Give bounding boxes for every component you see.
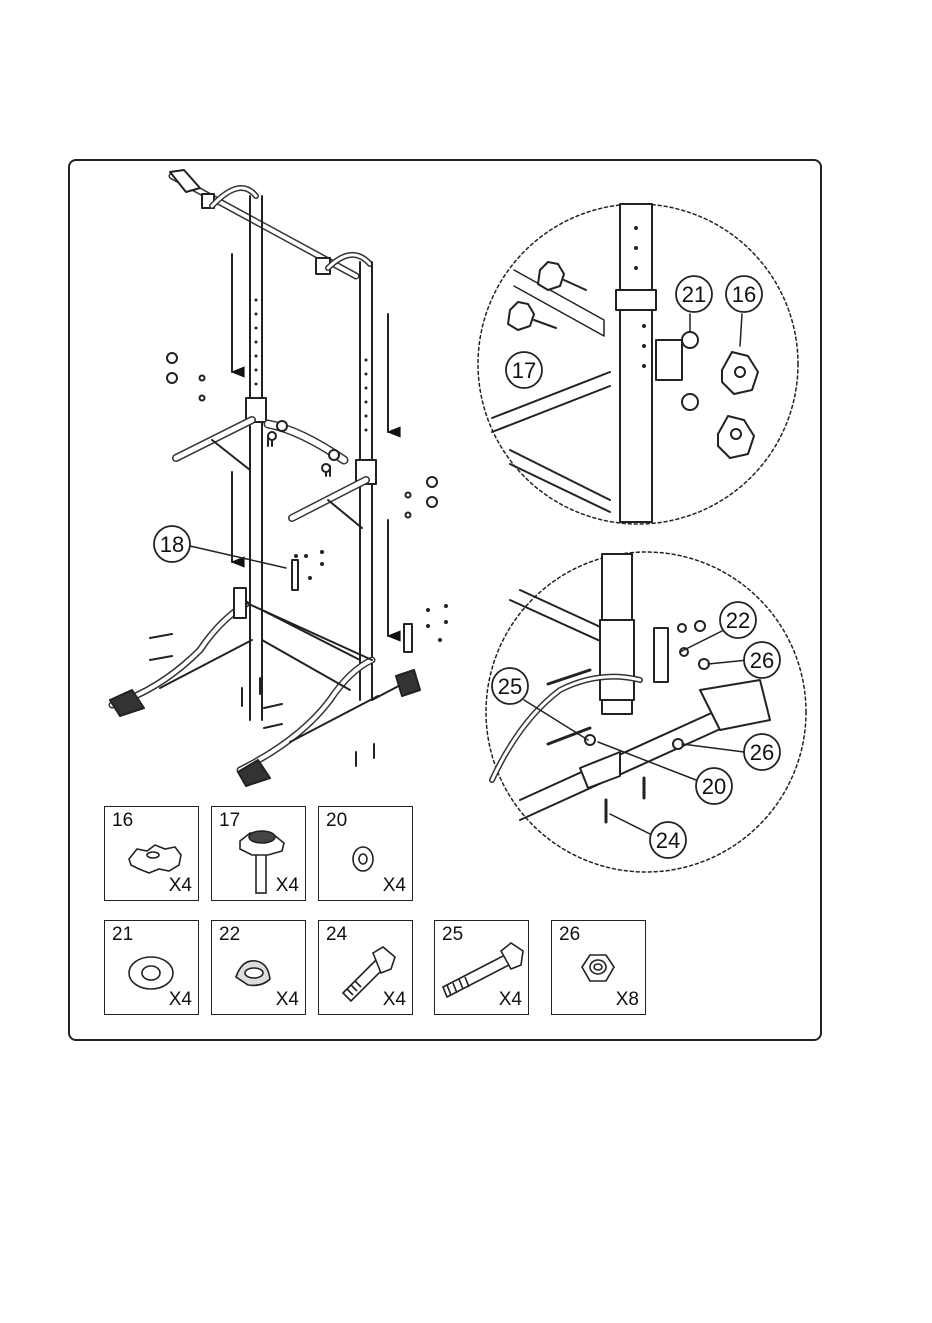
part-quantity: X4: [276, 875, 299, 897]
callout-17: 17: [512, 358, 536, 383]
part-quantity: X4: [383, 989, 406, 1011]
part-box-24: 24 X4: [318, 920, 413, 1015]
callout-18: 18: [160, 532, 184, 557]
part-quantity: X4: [169, 989, 192, 1011]
part-box-17: 17 X4: [211, 806, 306, 901]
part-box-22: 22 X4: [211, 920, 306, 1015]
part-quantity: X8: [616, 989, 639, 1011]
power-tower-drawing: [110, 170, 448, 786]
callout-26-lower: 26: [750, 740, 774, 765]
callout-24: 24: [656, 828, 680, 853]
part-box-26: 26 X8: [551, 920, 646, 1015]
part-box-20: 20 X4: [318, 806, 413, 901]
part-quantity: X4: [169, 875, 192, 897]
part-quantity: X4: [499, 989, 522, 1011]
callout-26-upper: 26: [750, 648, 774, 673]
part-quantity: X4: [276, 989, 299, 1011]
part-box-25: 25 X4: [434, 920, 529, 1015]
callout-21: 21: [682, 282, 706, 307]
part-quantity: X4: [383, 875, 406, 897]
detail-view-lower: [486, 552, 806, 872]
callout-20: 20: [702, 774, 726, 799]
callout-22: 22: [726, 608, 750, 633]
callout-25: 25: [498, 674, 522, 699]
callout-16: 16: [732, 282, 756, 307]
part-box-16: 16 X4: [104, 806, 199, 901]
part-box-21: 21 X4: [104, 920, 199, 1015]
